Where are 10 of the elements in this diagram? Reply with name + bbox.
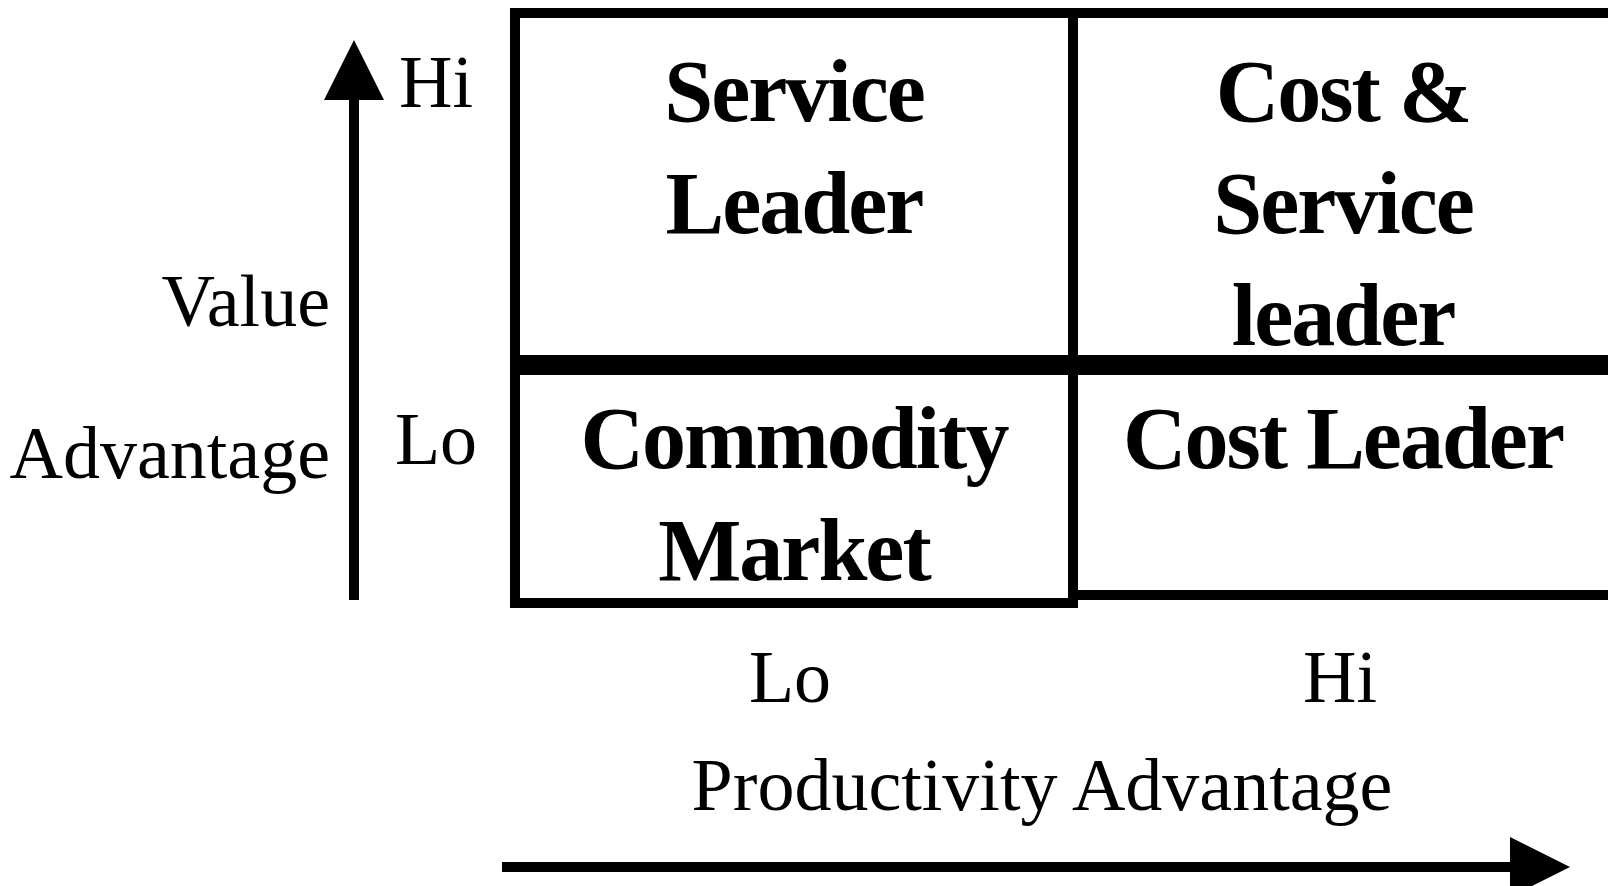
quadrant-label: Service Leader	[663, 42, 925, 254]
axis-tick-label: Lo	[748, 640, 832, 714]
quadrant-label: Commodity Market	[579, 389, 1009, 601]
axis-tick-label: Lo	[394, 402, 478, 476]
quadrant-cell	[510, 355, 1078, 608]
axis-tick-label: Hi	[399, 45, 473, 119]
quadrant-label: Cost Leader	[1123, 389, 1563, 489]
axis-tick-label: Hi	[1303, 640, 1377, 714]
axis-title: Value Advantage	[8, 259, 330, 496]
quadrant-label: Cost & Service leader	[1212, 42, 1474, 366]
